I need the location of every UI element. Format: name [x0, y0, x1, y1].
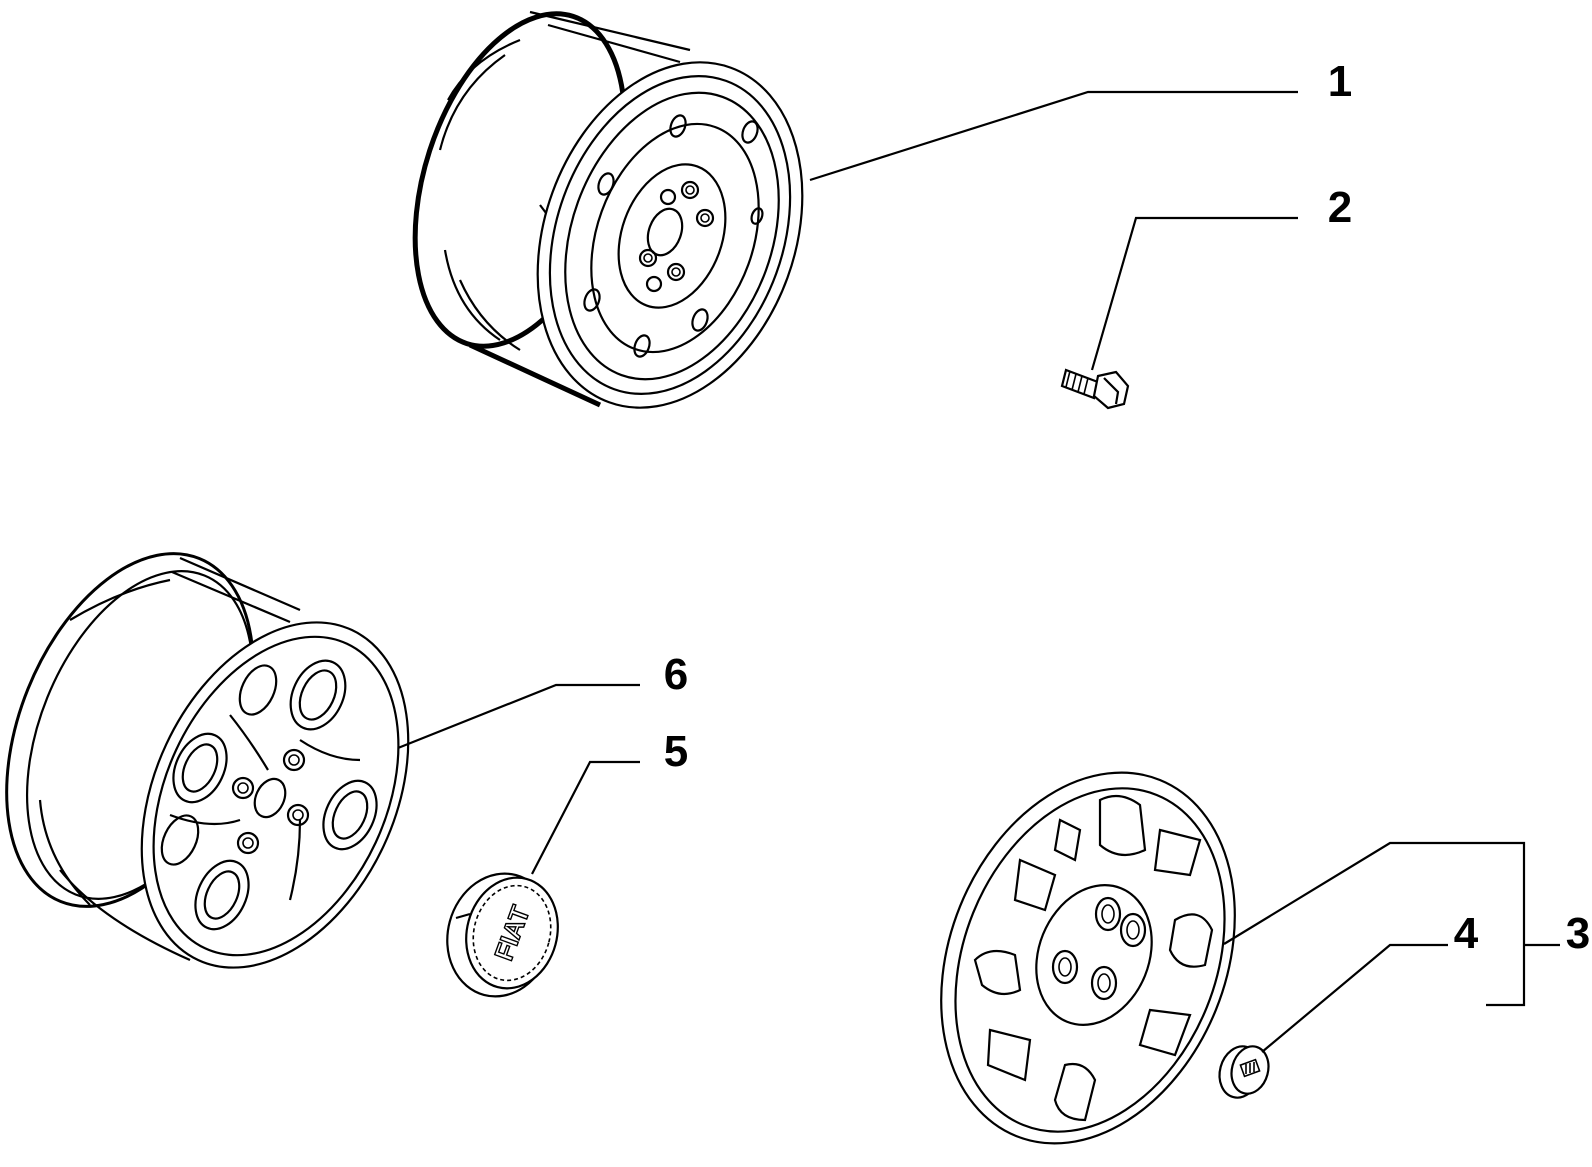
callout-3: 3 — [1566, 909, 1590, 958]
center-cap: FIAT — [446, 872, 559, 998]
wheel-cover — [940, 771, 1236, 1145]
leader-lines — [397, 90, 1560, 1053]
steel-wheel — [412, 10, 804, 409]
callout-1: 1 — [1328, 57, 1352, 106]
callout-2: 2 — [1328, 183, 1352, 232]
callout-5: 5 — [664, 727, 688, 776]
callout-6: 6 — [664, 650, 688, 699]
wheel-bolt — [1060, 368, 1130, 410]
alloy-wheel — [5, 552, 410, 969]
callout-4: 4 — [1454, 909, 1479, 958]
cover-center-cap — [1218, 1045, 1270, 1099]
